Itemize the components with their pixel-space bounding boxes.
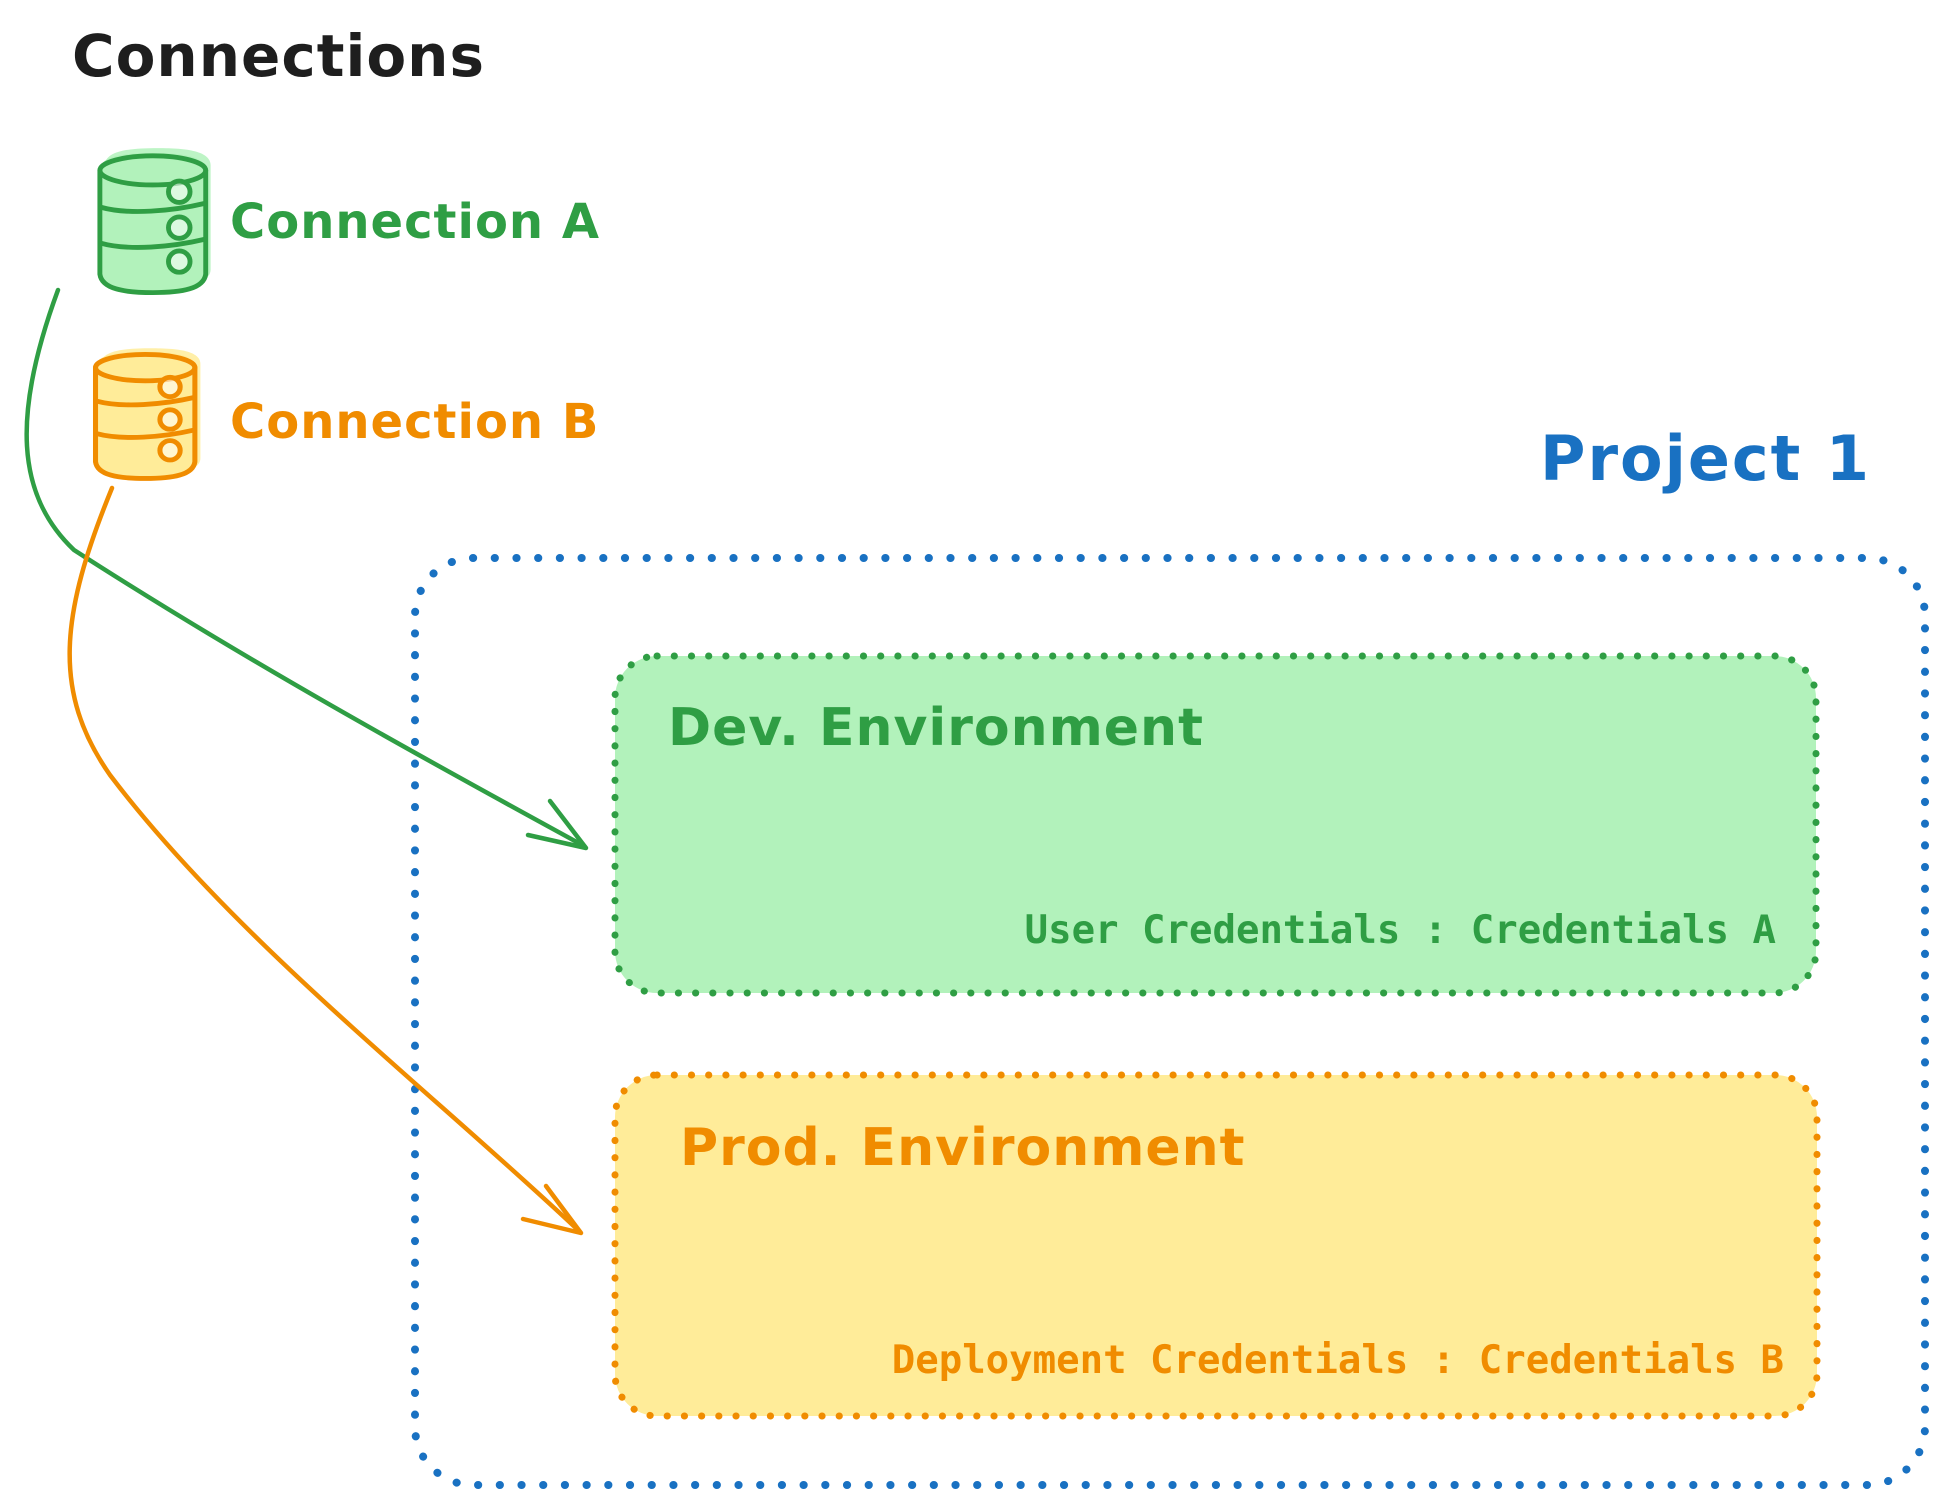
arrowhead-icon <box>520 1183 584 1236</box>
connection-a-label: Connection A <box>230 194 600 250</box>
arrow-line <box>67 485 582 1234</box>
dev-environment-title: Dev. Environment <box>668 698 1204 758</box>
dev-environment-credentials: User Credentials : Credentials A <box>1024 908 1776 953</box>
prod-environment-title: Prod. Environment <box>680 1118 1246 1178</box>
project-container-box <box>411 554 1929 1489</box>
project-title: Project 1 <box>1540 422 1872 495</box>
database-led <box>157 407 183 432</box>
dev-environment-box <box>611 652 1820 997</box>
database-led <box>157 438 183 463</box>
database-icon <box>97 148 211 296</box>
database-icon <box>92 348 201 481</box>
database-band <box>98 200 208 214</box>
connection-b-label: Connection B <box>230 394 600 450</box>
prod-environment-box <box>611 1071 1821 1420</box>
database-band <box>93 427 197 440</box>
database-led <box>157 374 183 400</box>
database-band <box>93 395 197 408</box>
arrow-connection-a-to-dev <box>24 287 589 851</box>
database-led <box>166 248 193 275</box>
database-outline <box>97 167 209 296</box>
database-led <box>166 214 193 241</box>
database-led <box>166 178 193 205</box>
diagram-title: Connections <box>72 22 485 90</box>
prod-environment-credentials: Deployment Credentials : Credentials B <box>891 1338 1784 1383</box>
arrowhead-icon <box>525 798 589 851</box>
arrow-line <box>24 287 587 849</box>
database-band <box>98 236 208 250</box>
arrow-connection-b-to-prod <box>67 485 584 1236</box>
database-outline <box>92 365 198 481</box>
